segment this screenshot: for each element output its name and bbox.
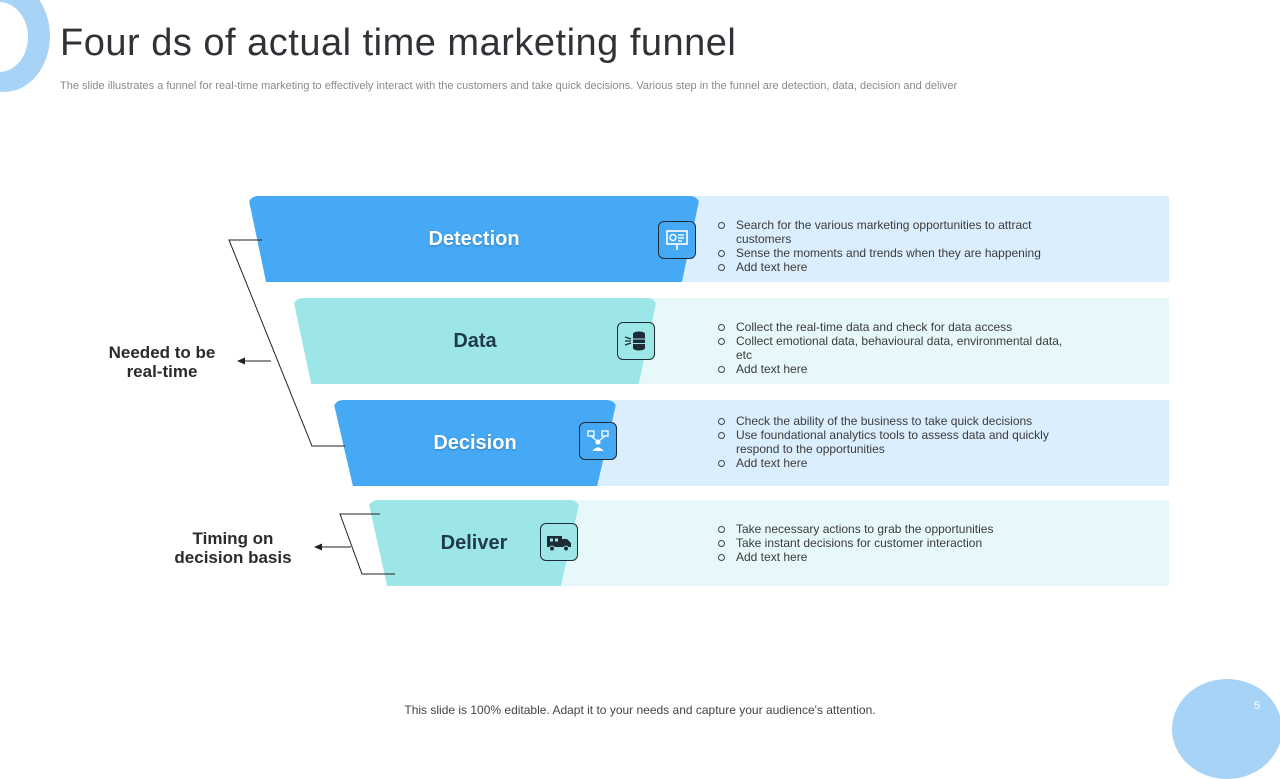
bullet-item: Take necessary actions to grab the oppor… xyxy=(717,522,1076,536)
bullet-item: Add text here xyxy=(717,260,1076,274)
side-label-line: decision basis xyxy=(174,548,292,567)
band-deliver xyxy=(560,500,1169,586)
funnel-stage-data: Data xyxy=(293,298,657,384)
bullet-list-data: Collect the real-time data and check for… xyxy=(717,320,1076,376)
bullet-item: Collect emotional data, behavioural data… xyxy=(717,334,1076,362)
bullet-item: Collect the real-time data and check for… xyxy=(717,320,1076,334)
slide-subtitle: The slide illustrates a funnel for real-… xyxy=(60,80,958,92)
bullet-item: Take instant decisions for customer inte… xyxy=(717,536,1076,550)
bullet-item: Use foundational analytics tools to asse… xyxy=(717,428,1076,456)
band-decision xyxy=(560,400,1169,486)
slide-footer: This slide is 100% editable. Adapt it to… xyxy=(404,703,876,717)
bullet-item: Add text here xyxy=(717,550,1076,564)
slide-title: Four ds of actual time marketing funnel xyxy=(60,22,737,64)
stage-label-detection: Detection xyxy=(428,227,520,250)
bullet-list-decision: Check the ability of the business to tak… xyxy=(717,414,1076,470)
decorative-ring xyxy=(0,0,50,92)
funnel-stage-detection: Detection xyxy=(248,196,700,282)
funnel-stage-decision: Decision xyxy=(333,400,617,486)
bullet-item: Check the ability of the business to tak… xyxy=(717,414,1076,428)
bullet-item: Add text here xyxy=(717,362,1076,376)
decision-person-icon xyxy=(579,422,617,460)
database-icon xyxy=(617,322,655,360)
page-number: 5 xyxy=(1254,700,1261,712)
bracket-connectors xyxy=(228,239,395,575)
side-label-realtime: Needed to be real-time xyxy=(87,343,237,381)
side-label-timing: Timing on decision basis xyxy=(162,529,304,567)
bullet-item: Add text here xyxy=(717,456,1076,470)
stage-label-decision: Decision xyxy=(433,431,517,454)
bullet-list-deliver: Take necessary actions to grab the oppor… xyxy=(717,522,1076,564)
bullet-item: Search for the various marketing opportu… xyxy=(717,218,1076,246)
stage-label-data: Data xyxy=(453,329,497,352)
bullet-list-detection: Search for the various marketing opportu… xyxy=(717,218,1076,274)
stage-label-deliver: Deliver xyxy=(440,531,508,554)
delivery-truck-icon xyxy=(540,523,578,561)
side-label-line: real-time xyxy=(126,362,198,381)
bullet-item: Sense the moments and trends when they a… xyxy=(717,246,1076,260)
side-label-line: Needed to be xyxy=(108,343,216,362)
side-label-line: Timing on xyxy=(192,529,274,548)
band-data xyxy=(560,298,1169,384)
billboard-icon xyxy=(658,221,696,259)
